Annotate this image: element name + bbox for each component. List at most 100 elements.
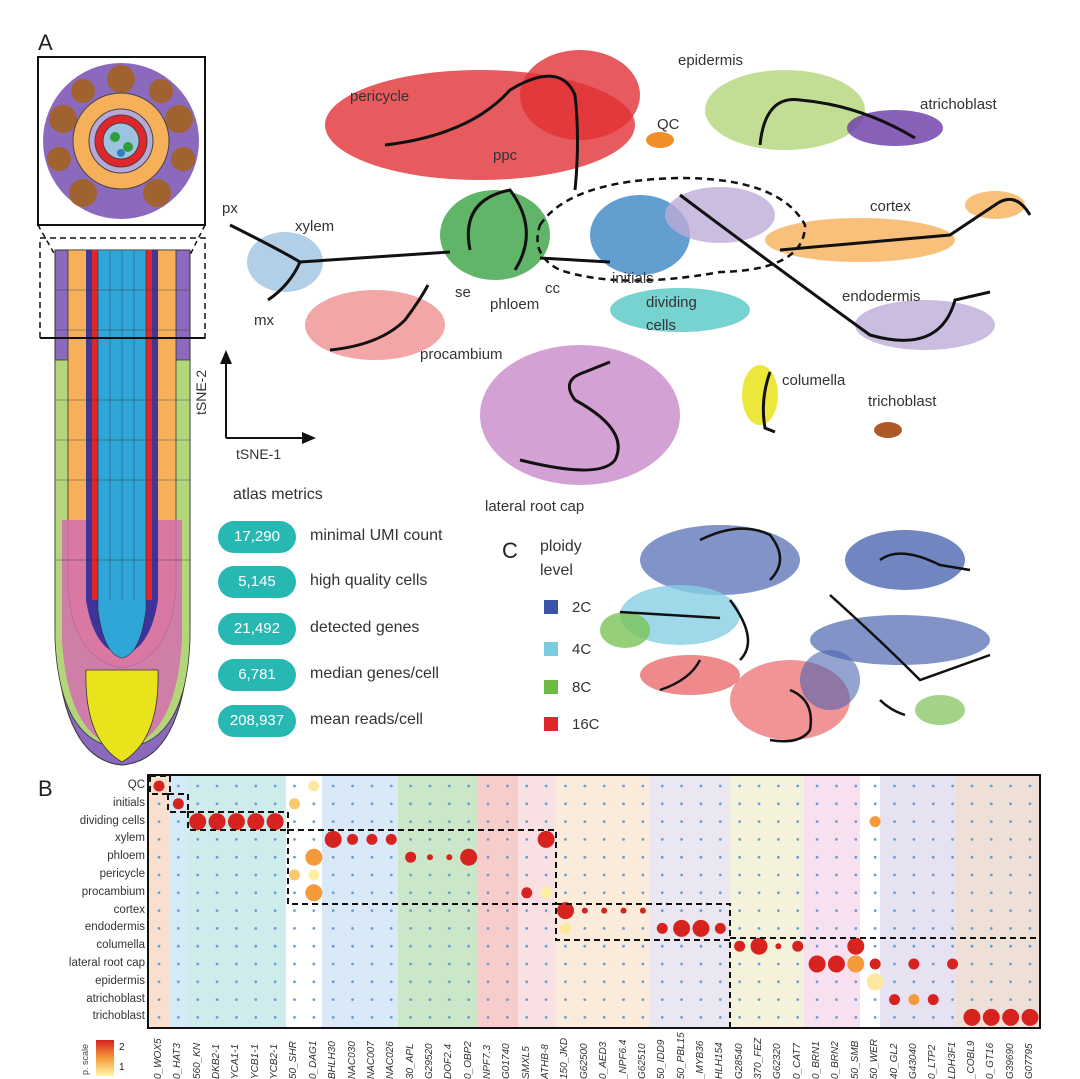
dot bbox=[873, 909, 877, 912]
dot bbox=[815, 1016, 819, 1019]
dot bbox=[215, 1016, 219, 1019]
gene-label: 30_APL bbox=[404, 1043, 416, 1079]
dot bbox=[254, 784, 258, 788]
dot bbox=[273, 891, 277, 895]
dot bbox=[1028, 820, 1032, 823]
dot bbox=[757, 998, 761, 1001]
dot bbox=[776, 962, 780, 966]
dot bbox=[680, 820, 683, 823]
dot bbox=[699, 998, 703, 1001]
dot bbox=[893, 962, 896, 966]
dot bbox=[273, 944, 277, 948]
dot bbox=[893, 820, 896, 823]
dot bbox=[447, 927, 451, 930]
dot bbox=[293, 1016, 296, 1019]
dot bbox=[521, 887, 533, 899]
dot bbox=[951, 909, 954, 912]
dot bbox=[815, 927, 819, 930]
dot bbox=[718, 962, 722, 966]
dot bbox=[370, 784, 374, 788]
dot bbox=[738, 1016, 742, 1019]
dot bbox=[951, 944, 954, 948]
dot bbox=[989, 980, 993, 984]
dot bbox=[351, 944, 354, 948]
dot bbox=[951, 784, 954, 788]
dot bbox=[602, 944, 606, 948]
dot bbox=[331, 784, 335, 788]
dot bbox=[447, 980, 451, 984]
dot bbox=[660, 980, 664, 984]
dot bbox=[835, 927, 838, 930]
dot bbox=[641, 962, 645, 966]
dot bbox=[854, 802, 858, 806]
dot bbox=[989, 784, 993, 788]
dot bbox=[176, 962, 180, 966]
dot bbox=[912, 855, 916, 859]
dot bbox=[254, 998, 258, 1001]
dot bbox=[254, 802, 258, 806]
dot bbox=[273, 784, 277, 788]
dot bbox=[467, 820, 471, 823]
dot bbox=[622, 838, 625, 841]
label-epidermis: epidermis bbox=[678, 52, 744, 69]
dot bbox=[738, 962, 742, 966]
dot bbox=[912, 802, 916, 806]
dot bbox=[370, 891, 374, 895]
dot bbox=[776, 891, 780, 895]
dot bbox=[951, 998, 954, 1001]
dot bbox=[1028, 855, 1032, 859]
dot bbox=[583, 962, 587, 966]
dot bbox=[564, 962, 567, 966]
dot bbox=[757, 802, 761, 806]
label-se: se bbox=[455, 284, 471, 301]
dot bbox=[208, 813, 226, 831]
dot bbox=[989, 927, 993, 930]
row-label: phloem bbox=[107, 850, 145, 863]
dot bbox=[389, 891, 393, 895]
dot bbox=[699, 855, 703, 859]
dot bbox=[254, 855, 258, 859]
dot bbox=[602, 838, 606, 841]
dot bbox=[389, 998, 393, 1001]
dot bbox=[641, 944, 645, 948]
dot bbox=[370, 820, 374, 823]
dot bbox=[931, 784, 935, 788]
dot bbox=[776, 927, 780, 930]
dot bbox=[312, 962, 316, 966]
row-label: columella bbox=[96, 939, 145, 952]
dot bbox=[951, 1016, 954, 1019]
dot bbox=[738, 998, 742, 1001]
gene-label: G07795 bbox=[1024, 1043, 1035, 1079]
dot bbox=[196, 927, 200, 930]
dot bbox=[912, 784, 916, 788]
dot bbox=[176, 944, 180, 948]
dot bbox=[157, 998, 161, 1001]
metric-value: 6,781 bbox=[218, 659, 296, 691]
dot bbox=[506, 980, 509, 984]
dot bbox=[912, 838, 916, 841]
dot bbox=[544, 980, 548, 984]
dot bbox=[196, 980, 200, 984]
dot bbox=[215, 962, 219, 966]
dot bbox=[525, 784, 529, 788]
metric-value: 21,492 bbox=[218, 613, 296, 645]
dot bbox=[273, 909, 277, 912]
gene-label: G62510 bbox=[636, 1043, 648, 1079]
label-px: px bbox=[222, 200, 238, 217]
dot bbox=[699, 820, 703, 823]
dot bbox=[989, 873, 993, 877]
label-cells: cells bbox=[646, 317, 677, 334]
dot bbox=[970, 820, 974, 823]
gene-label: YCB2-1 bbox=[269, 1043, 281, 1079]
dot bbox=[835, 802, 838, 806]
dot bbox=[622, 802, 625, 806]
gene-label: ATHB-8 bbox=[540, 1044, 552, 1079]
metric-label: minimal UMI count bbox=[310, 527, 443, 544]
dot bbox=[699, 909, 703, 912]
tsne-clusters bbox=[247, 50, 1025, 485]
dot bbox=[447, 838, 451, 841]
dot bbox=[815, 873, 819, 877]
gene-label: 560_KN bbox=[191, 1042, 203, 1079]
dot bbox=[370, 962, 374, 966]
